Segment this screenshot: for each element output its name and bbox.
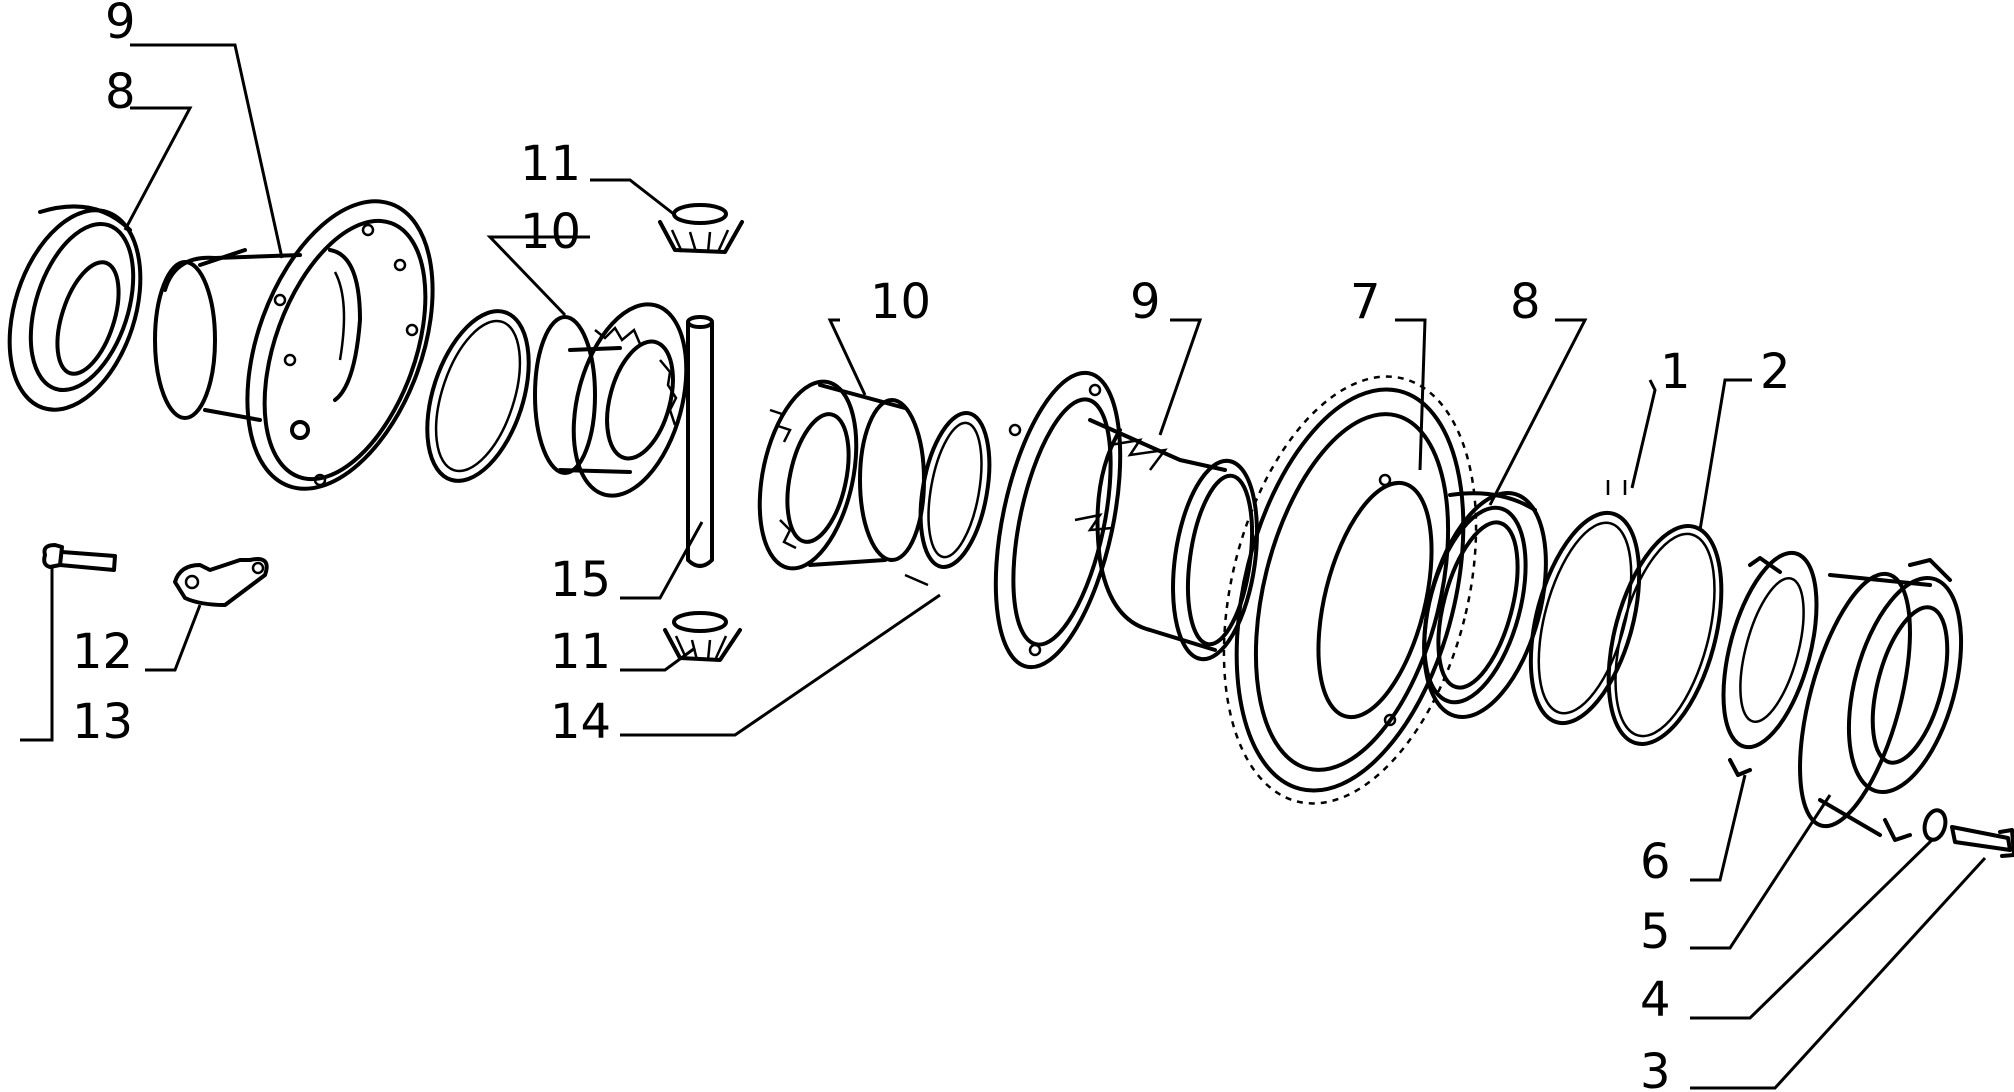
label-4: 4 [1640, 972, 1671, 1028]
label-8-left: 8 [105, 64, 136, 120]
bolt-left [42, 543, 117, 572]
label-1: 1 [1660, 344, 1691, 400]
snap-ring [904, 410, 992, 587]
label-5: 5 [1640, 904, 1671, 960]
ring-left [425, 309, 531, 483]
label-15: 15 [550, 552, 611, 608]
pinion-bottom [663, 611, 742, 662]
label-11-top: 11 [520, 136, 581, 192]
seal-left [7, 204, 143, 412]
shim-1 [1528, 480, 1642, 726]
ring-gear [1222, 375, 1478, 805]
label-11-bottom: 11 [550, 624, 611, 680]
part-labels: 9 8 11 10 10 9 7 8 1 2 15 11 14 12 13 6 … [72, 0, 1791, 1092]
label-6: 6 [1640, 834, 1671, 890]
leader-lines [20, 43, 1987, 1090]
pin [686, 315, 714, 568]
housing-right [993, 370, 1259, 670]
side-gear-right [757, 379, 926, 571]
pinion-top [658, 203, 744, 254]
label-12: 12 [72, 624, 133, 680]
label-3: 3 [1640, 1044, 1671, 1092]
label-9-left: 9 [105, 0, 136, 50]
housing-left [153, 199, 435, 491]
lock-plate [1721, 550, 1819, 777]
label-14: 14 [550, 694, 611, 750]
label-9-right: 9 [1130, 274, 1161, 330]
label-2: 2 [1760, 344, 1791, 400]
bolt-right [1950, 825, 2014, 858]
label-8-right: 8 [1510, 274, 1541, 330]
side-gear-left [533, 302, 689, 498]
label-13: 13 [72, 694, 133, 750]
label-10-left: 10 [520, 204, 581, 260]
label-10-right: 10 [870, 274, 931, 330]
washer [1922, 808, 1948, 842]
lock-tab [173, 557, 269, 607]
label-7: 7 [1350, 274, 1381, 330]
bearing-cap [1798, 558, 1964, 842]
bearing-right [1422, 491, 1548, 719]
ring-2 [1606, 524, 1724, 746]
